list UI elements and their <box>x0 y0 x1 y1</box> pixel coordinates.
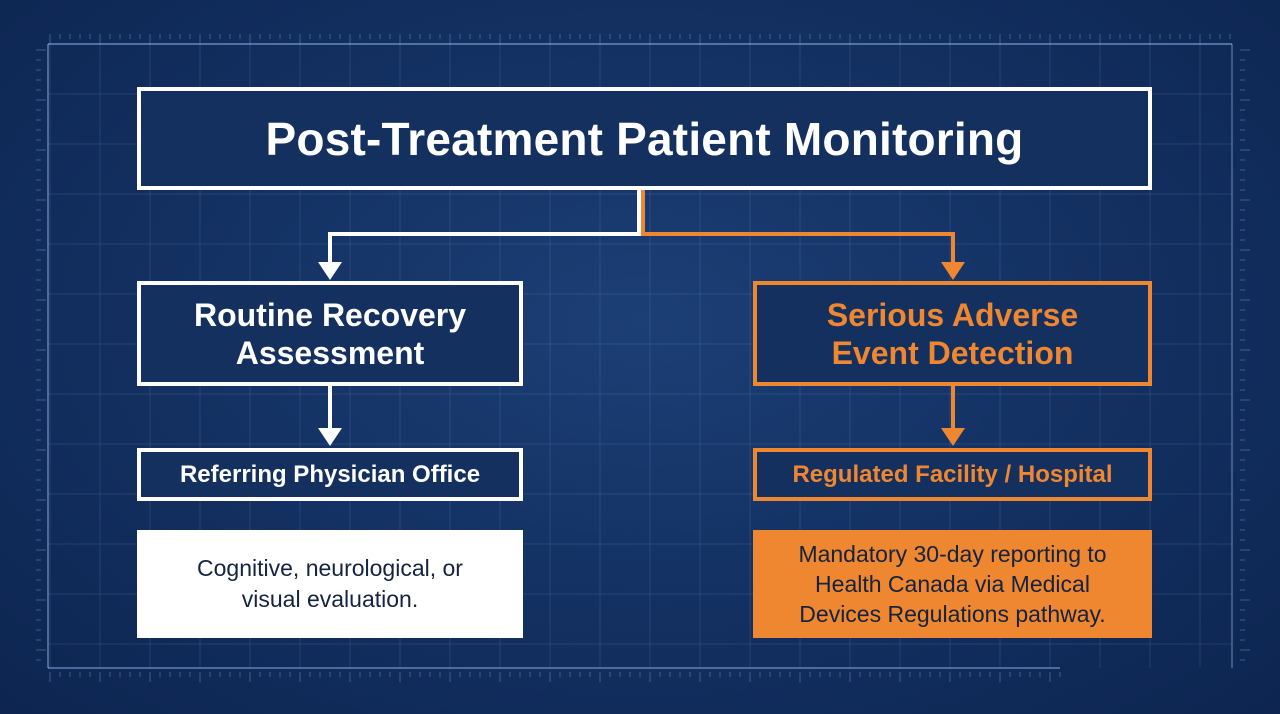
arrow-down-icon <box>318 428 342 446</box>
arrow-down-icon <box>318 262 342 280</box>
arrow-down-icon <box>941 262 965 280</box>
regulated-facility-node: Regulated Facility / Hospital <box>753 448 1152 501</box>
connector-title-to-adverse <box>641 190 955 264</box>
arrow-down-icon <box>941 428 965 446</box>
regulated-facility-label: Regulated Facility / Hospital <box>792 460 1113 488</box>
adverse-event-node: Serious Adverse Event Detection <box>753 281 1152 386</box>
routine-description-card: Cognitive, neurological, or visual evalu… <box>137 530 523 638</box>
connector-title-to-routine <box>328 190 641 264</box>
routine-description-text: Cognitive, neurological, or visual evalu… <box>197 555 463 612</box>
routine-recovery-node: Routine Recovery Assessment <box>137 281 523 386</box>
referring-office-node: Referring Physician Office <box>137 448 523 501</box>
referring-office-label: Referring Physician Office <box>179 460 481 488</box>
diagram-title-text: Post-Treatment Patient Monitoring <box>265 112 1024 165</box>
adverse-description-card: Mandatory 30-day reporting to Health Can… <box>753 530 1152 638</box>
adverse-description-text: Mandatory 30-day reporting to Health Can… <box>798 541 1107 627</box>
adverse-event-label: Serious Adverse Event Detection <box>826 296 1079 371</box>
diagram-title: Post-Treatment Patient Monitoring <box>137 87 1152 190</box>
routine-recovery-label: Routine Recovery Assessment <box>193 296 467 371</box>
